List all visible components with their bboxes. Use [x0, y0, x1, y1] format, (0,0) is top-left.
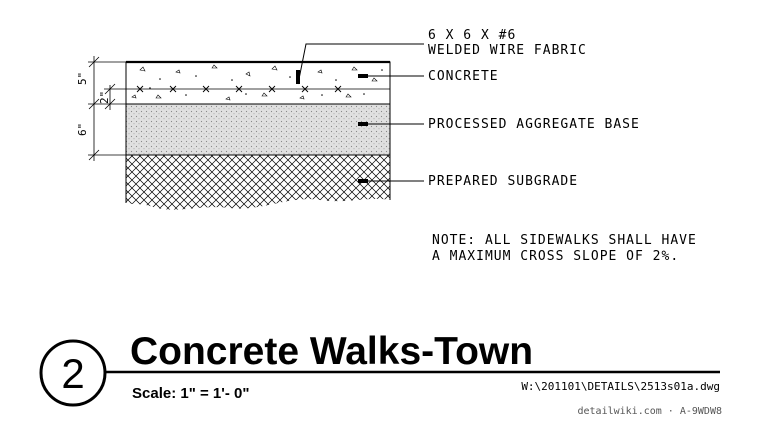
dim-concrete-thickness: 5": [76, 72, 89, 85]
detail-number: 2: [61, 350, 84, 397]
dim-base-thickness: 6": [76, 123, 89, 136]
file-path: W:\201101\DETAILS\2513s01a.dwg: [521, 380, 720, 393]
credit-text: detailwiki.com · A-9WDW8: [578, 406, 723, 417]
label-wire-fabric: WELDED WIRE FABRIC: [428, 43, 587, 58]
label-wire-fabric-spec: 6 X 6 X #6: [428, 28, 516, 43]
label-subgrade: PREPARED SUBGRADE: [428, 174, 578, 189]
subgrade-layer: [126, 155, 390, 210]
note-line-2: A MAXIMUM CROSS SLOPE OF 2%.: [432, 249, 679, 264]
concrete-aggregate-marks: [131, 64, 378, 101]
detail-number-circle: [39, 339, 107, 407]
leader-lines: [297, 43, 424, 182]
scale-label: Scale: 1" = 1'- 0": [132, 385, 249, 402]
dim-wire-depth: 2": [98, 91, 111, 104]
wire-fabric-marks: [136, 85, 342, 93]
aggregate-base-layer: [125, 103, 391, 156]
label-concrete: CONCRETE: [428, 69, 499, 84]
detail-title: Concrete Walks-Town: [130, 330, 533, 373]
concrete-layer: [125, 61, 391, 105]
note-line-1: NOTE: ALL SIDEWALKS SHALL HAVE: [432, 233, 697, 248]
label-aggregate-base: PROCESSED AGGREGATE BASE: [428, 117, 640, 132]
dimension-lines: [88, 56, 126, 161]
